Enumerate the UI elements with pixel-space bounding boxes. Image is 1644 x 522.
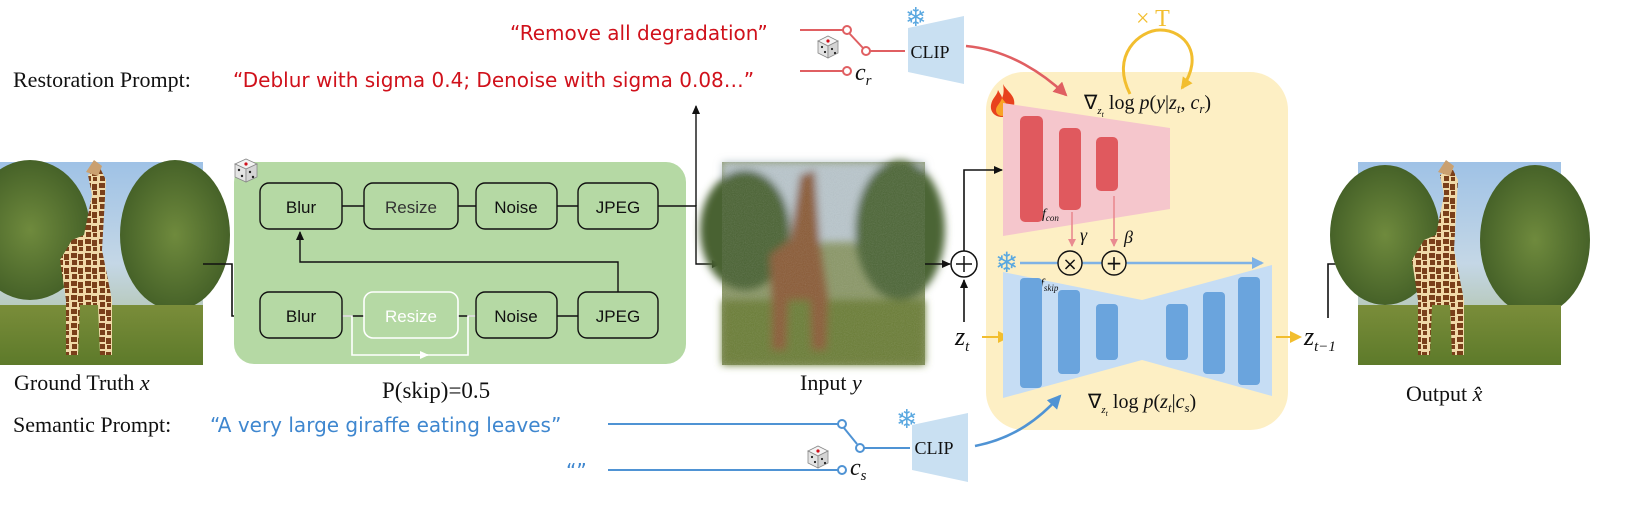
snowflake-icon: ❄ bbox=[905, 3, 927, 33]
control-layer bbox=[1059, 128, 1081, 210]
input-image bbox=[700, 160, 945, 365]
f-con-label: fcon bbox=[1042, 207, 1059, 223]
input-label: Input y bbox=[800, 370, 862, 395]
semantic-condition-arrow bbox=[974, 394, 1062, 448]
f-skip-label: fskip bbox=[1040, 277, 1059, 293]
bottom-blur-label: Blur bbox=[286, 307, 317, 326]
unet-layer bbox=[1058, 290, 1080, 374]
control-layer bbox=[1020, 116, 1043, 222]
degradation-pipeline-panel bbox=[234, 162, 686, 364]
top-row-connectors bbox=[296, 105, 721, 292]
restoration-score-formula: ∇zt log p(y|zt, cr) bbox=[1083, 92, 1211, 119]
remove-degradation-prompt: “Remove all degradation” bbox=[510, 21, 768, 45]
control-layer bbox=[1096, 137, 1118, 191]
top-noise-label: Noise bbox=[494, 198, 537, 217]
dice-icon bbox=[807, 445, 829, 469]
multiply-node: × bbox=[1057, 250, 1083, 276]
clip-encoder-bottom bbox=[912, 413, 968, 482]
skip-probability-label: P(skip)=0.5 bbox=[382, 378, 490, 403]
top-resize-label: Resize bbox=[385, 198, 437, 217]
gamma-label: γ bbox=[1080, 225, 1088, 245]
svg-text:×: × bbox=[1062, 254, 1077, 275]
restoration-switch bbox=[800, 25, 905, 76]
beta-label: β bbox=[1123, 227, 1133, 247]
top-jpeg-label: JPEG bbox=[596, 198, 640, 217]
clip-encoder-top bbox=[908, 16, 964, 84]
control-module bbox=[1003, 103, 1170, 236]
semantic-prompt-text: “A very large giraffe eating leaves” bbox=[210, 413, 561, 437]
output-label: Output x̂ bbox=[1406, 381, 1483, 406]
times-t-label: × T bbox=[1136, 6, 1170, 32]
unet-layer bbox=[1096, 304, 1118, 360]
restoration-prompt-label: Restoration Prompt: bbox=[13, 67, 191, 92]
dice-icon bbox=[817, 35, 839, 59]
bottom-jpeg-label: JPEG bbox=[596, 307, 640, 326]
z-t-label: zt bbox=[954, 322, 970, 355]
input-plus-node bbox=[950, 250, 978, 278]
unet-layer bbox=[1203, 292, 1225, 374]
semantic-switch bbox=[608, 419, 910, 475]
top-row-blocks bbox=[259, 182, 659, 230]
clip-top-label: CLIP bbox=[910, 42, 949, 62]
snowflake-icon: ❄ bbox=[995, 246, 1018, 279]
bottom-row-blocks bbox=[259, 291, 659, 339]
semantic-score-formula: ∇zt log p(zt|cs) bbox=[1087, 391, 1196, 418]
snowflake-icon: ❄ bbox=[896, 405, 918, 435]
empty-prompt-text: “” bbox=[566, 459, 587, 483]
output-image bbox=[1330, 160, 1590, 365]
semantic-prompt-label: Semantic Prompt: bbox=[13, 412, 171, 437]
svg-text:+: + bbox=[1106, 251, 1123, 275]
restoration-prompt-text: “Deblur with sigma 0.4; Denoise with sig… bbox=[233, 68, 754, 92]
restoration-condition-arrow bbox=[965, 44, 1068, 97]
add-node: + bbox=[1101, 250, 1127, 276]
c-r-label: cr bbox=[855, 60, 872, 89]
z-t-minus-1-label: zt−1 bbox=[1303, 322, 1336, 355]
loop-arrow bbox=[1122, 28, 1194, 95]
ground-truth-label: Ground Truth x bbox=[14, 370, 150, 395]
clip-bottom-label: CLIP bbox=[914, 438, 953, 458]
c-s-label: cs bbox=[850, 455, 867, 484]
bottom-noise-label: Noise bbox=[494, 307, 537, 326]
bottom-resize-label: Resize bbox=[385, 307, 437, 326]
dice-icon bbox=[234, 158, 258, 183]
ground-truth-image bbox=[0, 160, 230, 365]
top-blur-label: Blur bbox=[286, 198, 317, 217]
unet-layer bbox=[1166, 304, 1188, 360]
unet-layer bbox=[1238, 277, 1260, 385]
unet-layer bbox=[1020, 278, 1042, 388]
